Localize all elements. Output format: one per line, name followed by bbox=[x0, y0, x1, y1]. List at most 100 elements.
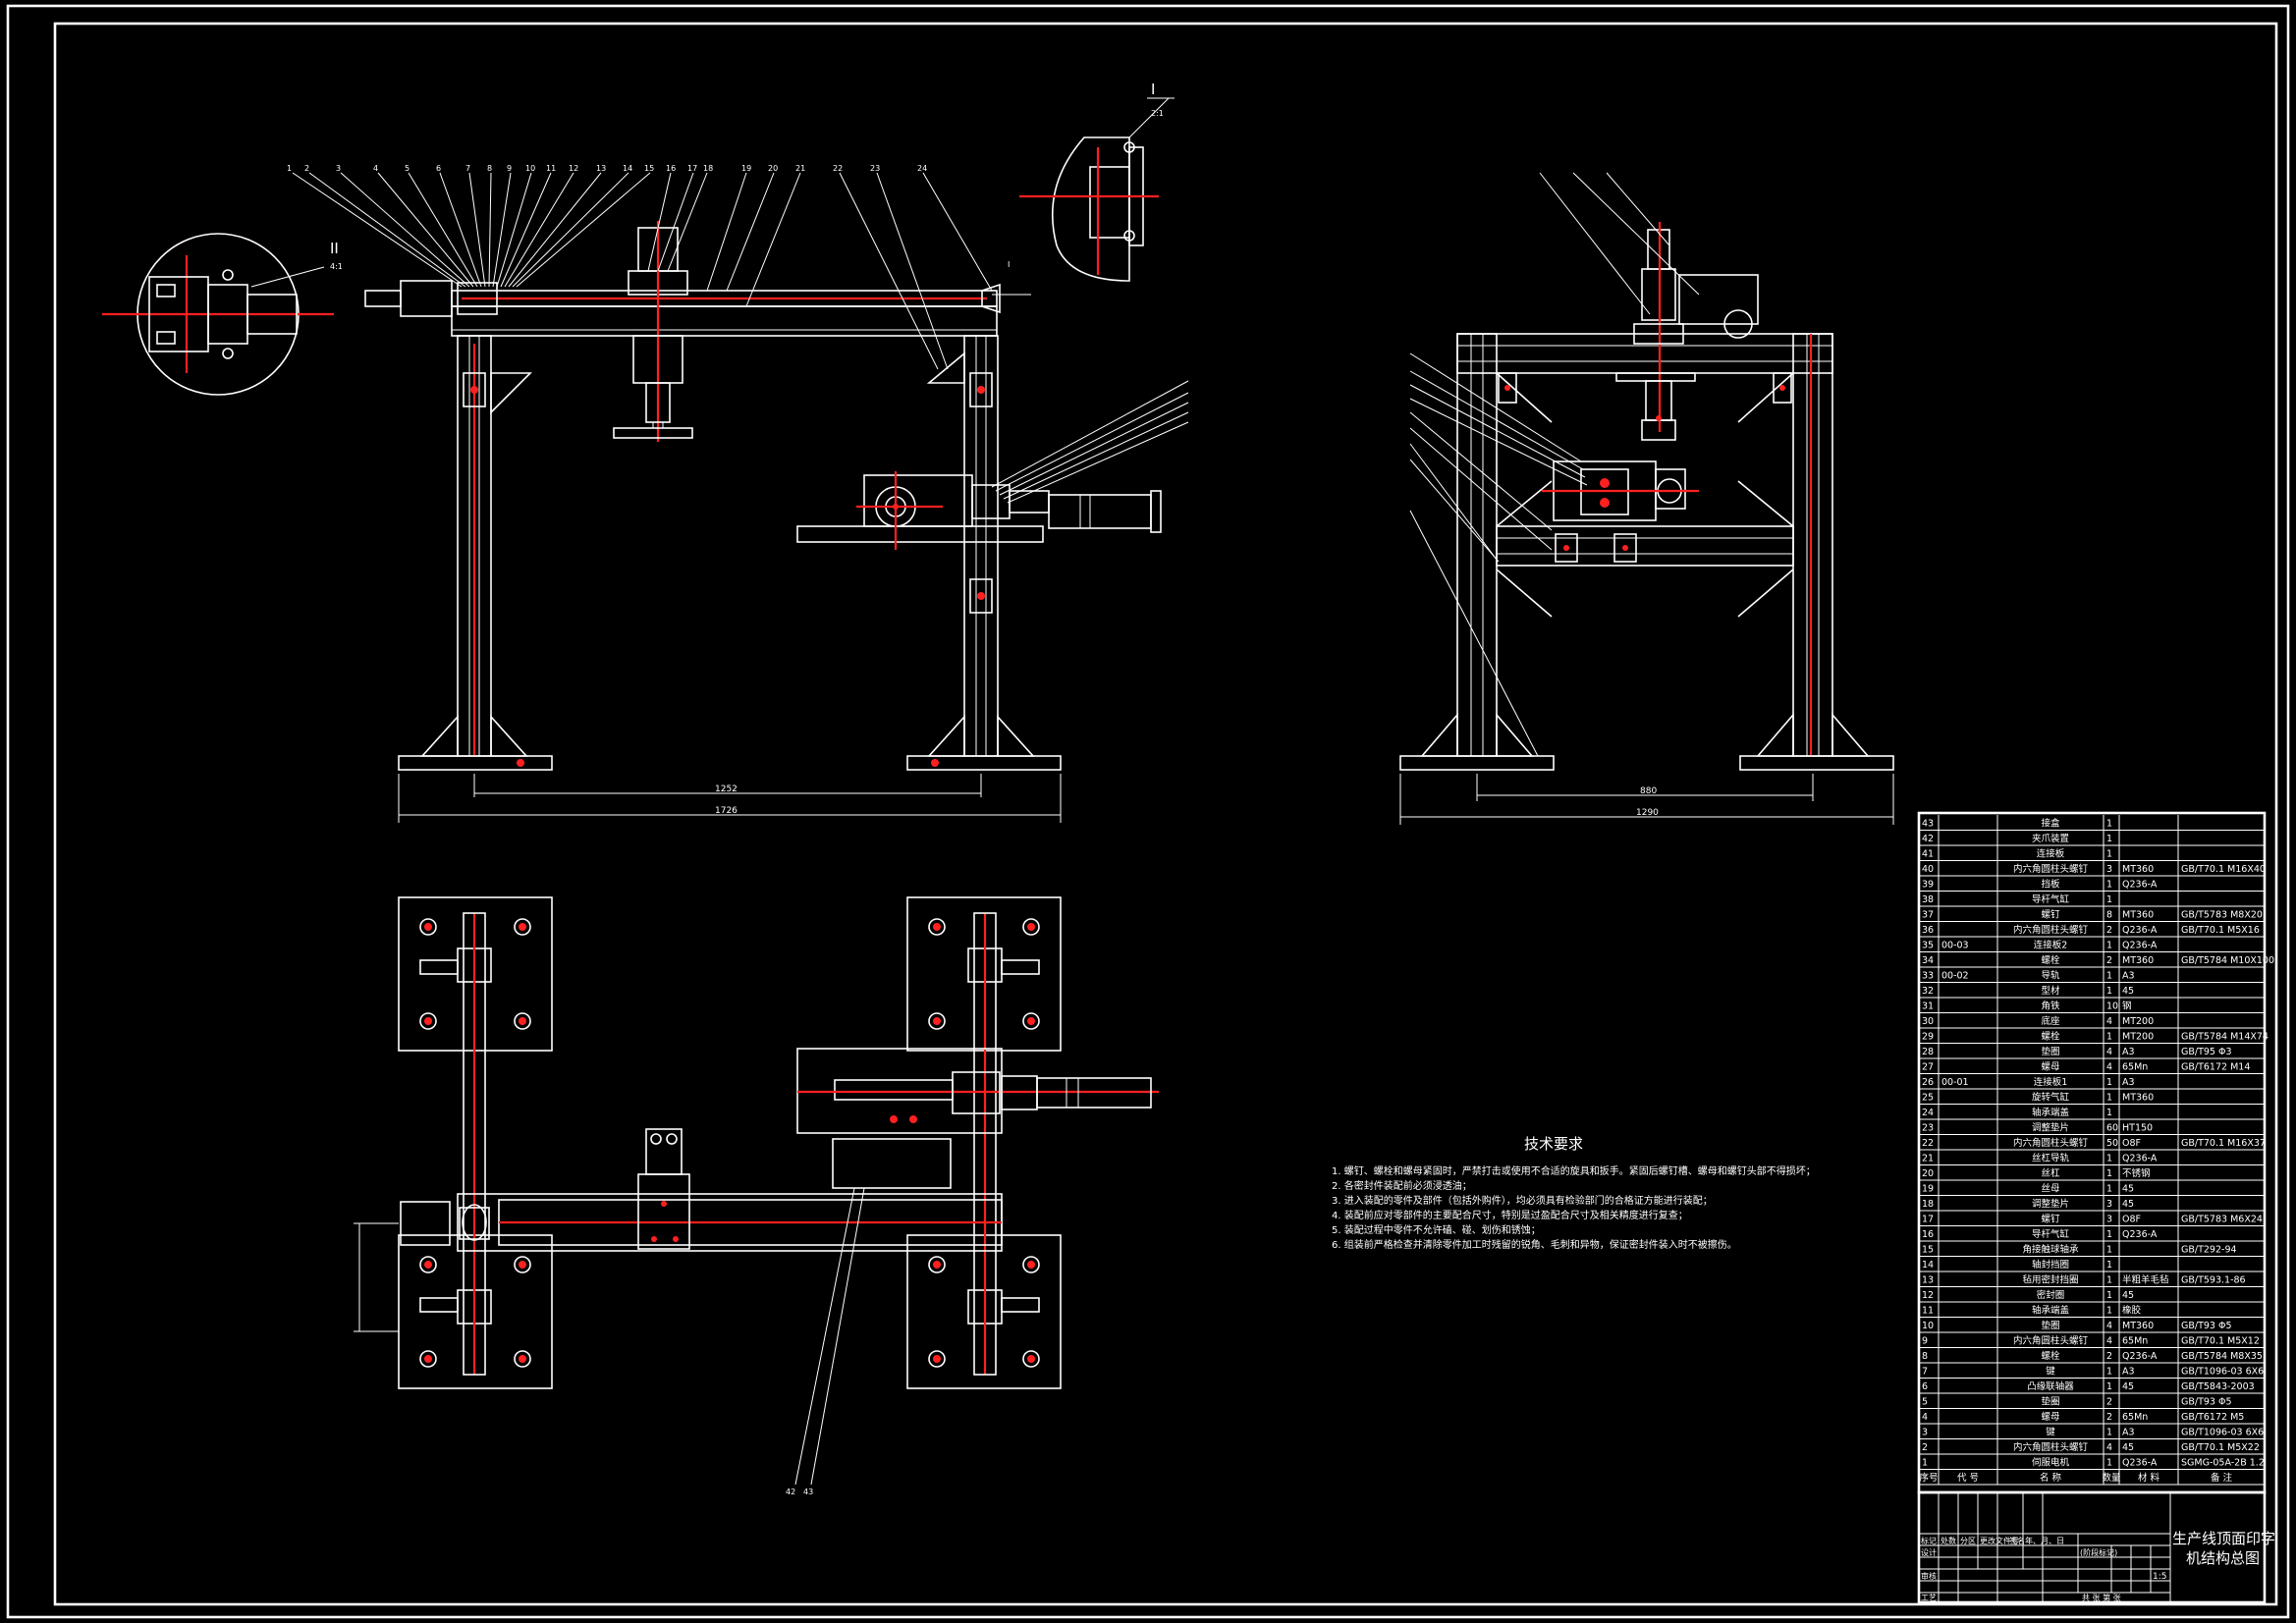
bom-cell-no: 13 bbox=[1922, 1275, 1934, 1286]
front-top-beam bbox=[451, 305, 998, 337]
bom-cell-qty: 1 bbox=[2106, 880, 2112, 891]
bom-cell-no: 27 bbox=[1922, 1062, 1934, 1073]
bom-cell-qty: 4 bbox=[2106, 1321, 2112, 1331]
bom-cell-qty: 3 bbox=[2106, 1199, 2112, 1210]
rev-header-1: 标记 bbox=[1921, 1536, 1937, 1545]
bom-cell-name: 垫圈 bbox=[2041, 1320, 2059, 1331]
row-review: 审核 bbox=[1921, 1571, 1937, 1581]
svg-text:43: 43 bbox=[803, 1488, 813, 1496]
bom-cell-qty: 2 bbox=[2106, 1397, 2112, 1408]
bom-cell-no: 33 bbox=[1922, 971, 1934, 982]
bom-cell-material: MT360 bbox=[2122, 1093, 2154, 1104]
bom-cell-no: 2 bbox=[1922, 1442, 1928, 1453]
bom-cell-material: A3 bbox=[2122, 1428, 2135, 1438]
bom-cell-qty: 1 bbox=[2106, 819, 2112, 830]
bom-cell-material: MT360 bbox=[2122, 864, 2154, 875]
bom-cell-material: Q236-A bbox=[2122, 941, 2158, 951]
svg-text:42: 42 bbox=[786, 1488, 795, 1496]
bom-cell-qty: 1 bbox=[2106, 941, 2112, 951]
bom-cell-note: GB/T70.1 M5X12 bbox=[2181, 1336, 2260, 1347]
bom-cell-material: MT360 bbox=[2122, 955, 2154, 966]
bom-cell-note: GB/T5783 M8X20 bbox=[2181, 910, 2263, 921]
rev-header-4: 更改文件号 bbox=[1980, 1536, 2019, 1545]
bom-cell-no: 38 bbox=[1922, 894, 1934, 905]
bom-cell-no: 34 bbox=[1922, 955, 1934, 966]
bom-cell-no: 30 bbox=[1922, 1016, 1934, 1027]
bom-cell-name: 螺钉 bbox=[2041, 910, 2060, 921]
rev-header-3: 分区 bbox=[1960, 1537, 1976, 1545]
bom-cell-code: 00-03 bbox=[1941, 941, 1969, 951]
bom-cell-material: A3 bbox=[2122, 971, 2135, 982]
bom-cell-no: 8 bbox=[1922, 1351, 1928, 1362]
bom-cell-name: 调整垫片 bbox=[2032, 1122, 2069, 1134]
tech-req-line-6: 6. 组装前严格检查并清除零件加工时残留的锐角、毛刺和异物，保证密封件装入时不被… bbox=[1332, 1238, 1737, 1251]
bom-header-no: 序号 bbox=[1919, 1472, 1938, 1484]
bom-cell-material: 45 bbox=[2122, 1381, 2134, 1392]
bom-cell-material: 45 bbox=[2122, 1290, 2134, 1301]
bom-cell-name: 内六角圆柱头螺钉 bbox=[2013, 1335, 2089, 1347]
bom-cell-qty: 2 bbox=[2106, 955, 2112, 966]
bom-cell-note: GB/T93 Φ5 bbox=[2181, 1397, 2232, 1408]
bom-cell-qty: 1 bbox=[2106, 1245, 2112, 1256]
bom-cell-material: A3 bbox=[2122, 1367, 2135, 1378]
bom-cell-material: MT200 bbox=[2122, 1032, 2154, 1043]
rev-header-5: 签名 bbox=[2009, 1536, 2025, 1545]
bom-cell-no: 14 bbox=[1922, 1260, 1934, 1271]
detail-1-marker: I bbox=[1008, 260, 1010, 269]
top-view: 42 43 bbox=[354, 896, 1159, 1496]
svg-text:9: 9 bbox=[507, 164, 512, 173]
tech-req-line-5: 5. 装配过程中零件不允许磕、碰、划伤和锈蚀； bbox=[1332, 1223, 1541, 1236]
svg-text:20: 20 bbox=[768, 164, 778, 173]
bom-cell-no: 17 bbox=[1922, 1215, 1934, 1225]
bom-cell-name: 凸缘联轴器 bbox=[2027, 1380, 2074, 1392]
bom-cell-qty: 3 bbox=[2106, 864, 2112, 875]
bom-cell-note: GB/T1096-03 6X6 bbox=[2181, 1428, 2264, 1438]
servo-motor bbox=[400, 280, 453, 317]
bom-cell-name: 丝母 bbox=[2041, 1183, 2059, 1195]
bom-cell-note: GB/T5784 M10X100 bbox=[2181, 955, 2274, 966]
bom-cell-no: 3 bbox=[1922, 1428, 1928, 1438]
bom-cell-no: 35 bbox=[1922, 941, 1934, 951]
bom-cell-note: GB/T70.1 M5X22 bbox=[2181, 1442, 2260, 1453]
bom-cell-name: 内六角圆柱头螺钉 bbox=[2013, 863, 2089, 875]
bom-cell-qty: 1 bbox=[2106, 1108, 2112, 1118]
bom-cell-note: GB/T292-94 bbox=[2181, 1245, 2237, 1256]
bom-cell-name: 键 bbox=[2046, 1427, 2055, 1438]
svg-text:11: 11 bbox=[546, 164, 556, 173]
bom-cell-qty: 4 bbox=[2106, 1442, 2112, 1453]
svg-text:1: 1 bbox=[287, 164, 292, 173]
outer-border bbox=[6, 4, 2290, 1619]
top-carriage bbox=[637, 1173, 690, 1250]
bom-cell-note: GB/T593.1-86 bbox=[2181, 1275, 2246, 1286]
detail-2-label: II bbox=[330, 240, 339, 257]
bom-cell-name: 键 bbox=[2046, 1366, 2055, 1378]
bom-cell-material: 半粗羊毛毡 bbox=[2122, 1274, 2169, 1286]
dim-front-overall: 1726 bbox=[715, 806, 738, 816]
bom-cell-material: 45 bbox=[2122, 1442, 2134, 1453]
scale: 1:5 bbox=[2153, 1572, 2166, 1582]
bom-cell-code: 00-01 bbox=[1941, 1077, 1969, 1088]
drawing-title-1: 生产线顶面印字 bbox=[2172, 1530, 2275, 1547]
bom-cell-material: Q236-A bbox=[2122, 1229, 2158, 1240]
side-left-foot bbox=[1399, 755, 1555, 771]
bom-cell-name: 内六角圆柱头螺钉 bbox=[2013, 924, 2089, 936]
top-jaw-block bbox=[832, 1138, 952, 1189]
bom-cell-material: 不锈钢 bbox=[2122, 1167, 2151, 1179]
bom-cell-material: O8F bbox=[2122, 1138, 2141, 1149]
bom-cell-name: 接盒 bbox=[2041, 818, 2060, 830]
bom-cell-material: 45 bbox=[2122, 986, 2134, 997]
bom-cell-name: 连接板2 bbox=[2034, 940, 2068, 951]
bom-cell-material: Q236-A bbox=[2122, 1154, 2158, 1164]
bom-cell-name: 螺母 bbox=[2041, 1412, 2059, 1423]
bom-cell-qty: 8 bbox=[2106, 910, 2112, 921]
row-process: 工艺 bbox=[1921, 1594, 1937, 1602]
bom-cell-qty: 4 bbox=[2106, 1047, 2112, 1057]
bom-cell-note: SGMG-05A-2B 1.2 bbox=[2181, 1458, 2265, 1469]
bom-cell-name: 导轨 bbox=[2041, 970, 2060, 982]
bom-cell-material: Q236-A bbox=[2122, 1458, 2158, 1469]
row-design: 设计 bbox=[1921, 1547, 1937, 1557]
bom-cell-no: 15 bbox=[1922, 1245, 1934, 1256]
bom-cell-material: MT200 bbox=[2122, 1016, 2154, 1027]
